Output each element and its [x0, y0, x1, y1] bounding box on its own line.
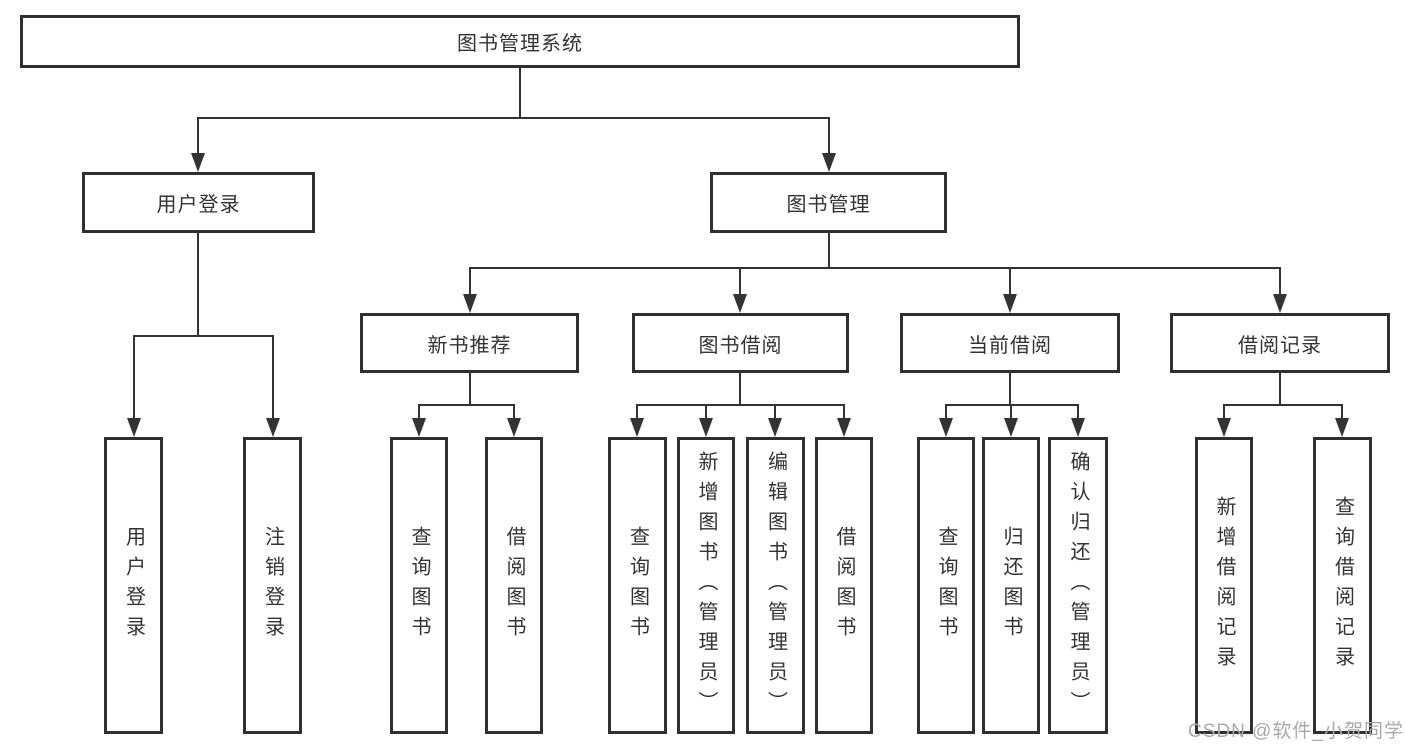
leaf-bb-query-books: 查询图书: [608, 437, 667, 734]
node-current-borrow: 当前借阅: [900, 313, 1120, 373]
node-borrow-records: 借阅记录: [1170, 313, 1390, 373]
node-user-login-label: 用户登录: [156, 194, 241, 216]
node-user-login: 用户登录: [82, 172, 315, 233]
node-book-borrow-label: 图书借阅: [698, 334, 783, 357]
leaf-user-login: 用户登录: [104, 437, 163, 734]
node-current-borrow-label: 当前借阅: [968, 334, 1052, 357]
leaf-br-add-record: 新增借阅记录: [1195, 437, 1253, 734]
leaf-bb-edit-books-admin: 编辑图书（管理员）: [746, 437, 805, 734]
node-book-management-label: 图书管理: [786, 194, 871, 216]
leaf-logout: 注销登录: [243, 437, 302, 734]
node-borrow-records-label: 借阅记录: [1238, 334, 1322, 357]
leaf-nb-query-books-label: 查询图书: [408, 525, 430, 646]
leaf-br-query-record: 查询借阅记录: [1313, 437, 1372, 734]
leaf-bb-add-books-admin: 新增图书（管理员）: [677, 437, 735, 734]
node-root: 图书管理系统: [20, 15, 1020, 68]
watermark: CSDN @软件_小贺同学: [1188, 721, 1404, 742]
leaf-user-login-label: 用户登录: [122, 525, 145, 646]
leaf-br-query-record-label: 查询借阅记录: [1331, 495, 1354, 676]
leaf-nb-query-books: 查询图书: [390, 437, 448, 734]
node-book-borrow: 图书借阅: [632, 313, 849, 373]
leaf-cb-return-books-label: 归还图书: [1000, 525, 1022, 646]
leaf-cb-confirm-return-admin-label: 确认归还（管理员）: [1067, 450, 1089, 721]
leaf-logout-label: 注销登录: [261, 525, 284, 646]
leaf-nb-borrow-books: 借阅图书: [485, 437, 543, 734]
node-root-label: 图书管理系统: [457, 33, 583, 55]
leaf-bb-borrow-books: 借阅图书: [815, 437, 873, 734]
arrowheads: [127, 153, 1349, 437]
leaf-bb-borrow-books-label: 借阅图书: [833, 525, 855, 646]
leaf-nb-borrow-books-label: 借阅图书: [503, 525, 525, 646]
node-new-book-recommend-label: 新书推荐: [427, 334, 512, 357]
node-book-management: 图书管理: [710, 172, 947, 233]
node-new-book-recommend: 新书推荐: [360, 313, 579, 373]
leaf-bb-edit-books-admin-label: 编辑图书（管理员）: [764, 450, 787, 721]
leaf-bb-query-books-label: 查询图书: [626, 525, 649, 646]
leaf-bb-add-books-admin-label: 新增图书（管理员）: [695, 450, 717, 721]
leaf-cb-confirm-return-admin: 确认归还（管理员）: [1048, 437, 1108, 734]
leaf-cb-query-books-label: 查询图书: [935, 525, 957, 646]
leaf-br-add-record-label: 新增借阅记录: [1213, 495, 1235, 676]
leaf-cb-return-books: 归还图书: [982, 437, 1040, 734]
leaf-cb-query-books: 查询图书: [917, 437, 975, 734]
